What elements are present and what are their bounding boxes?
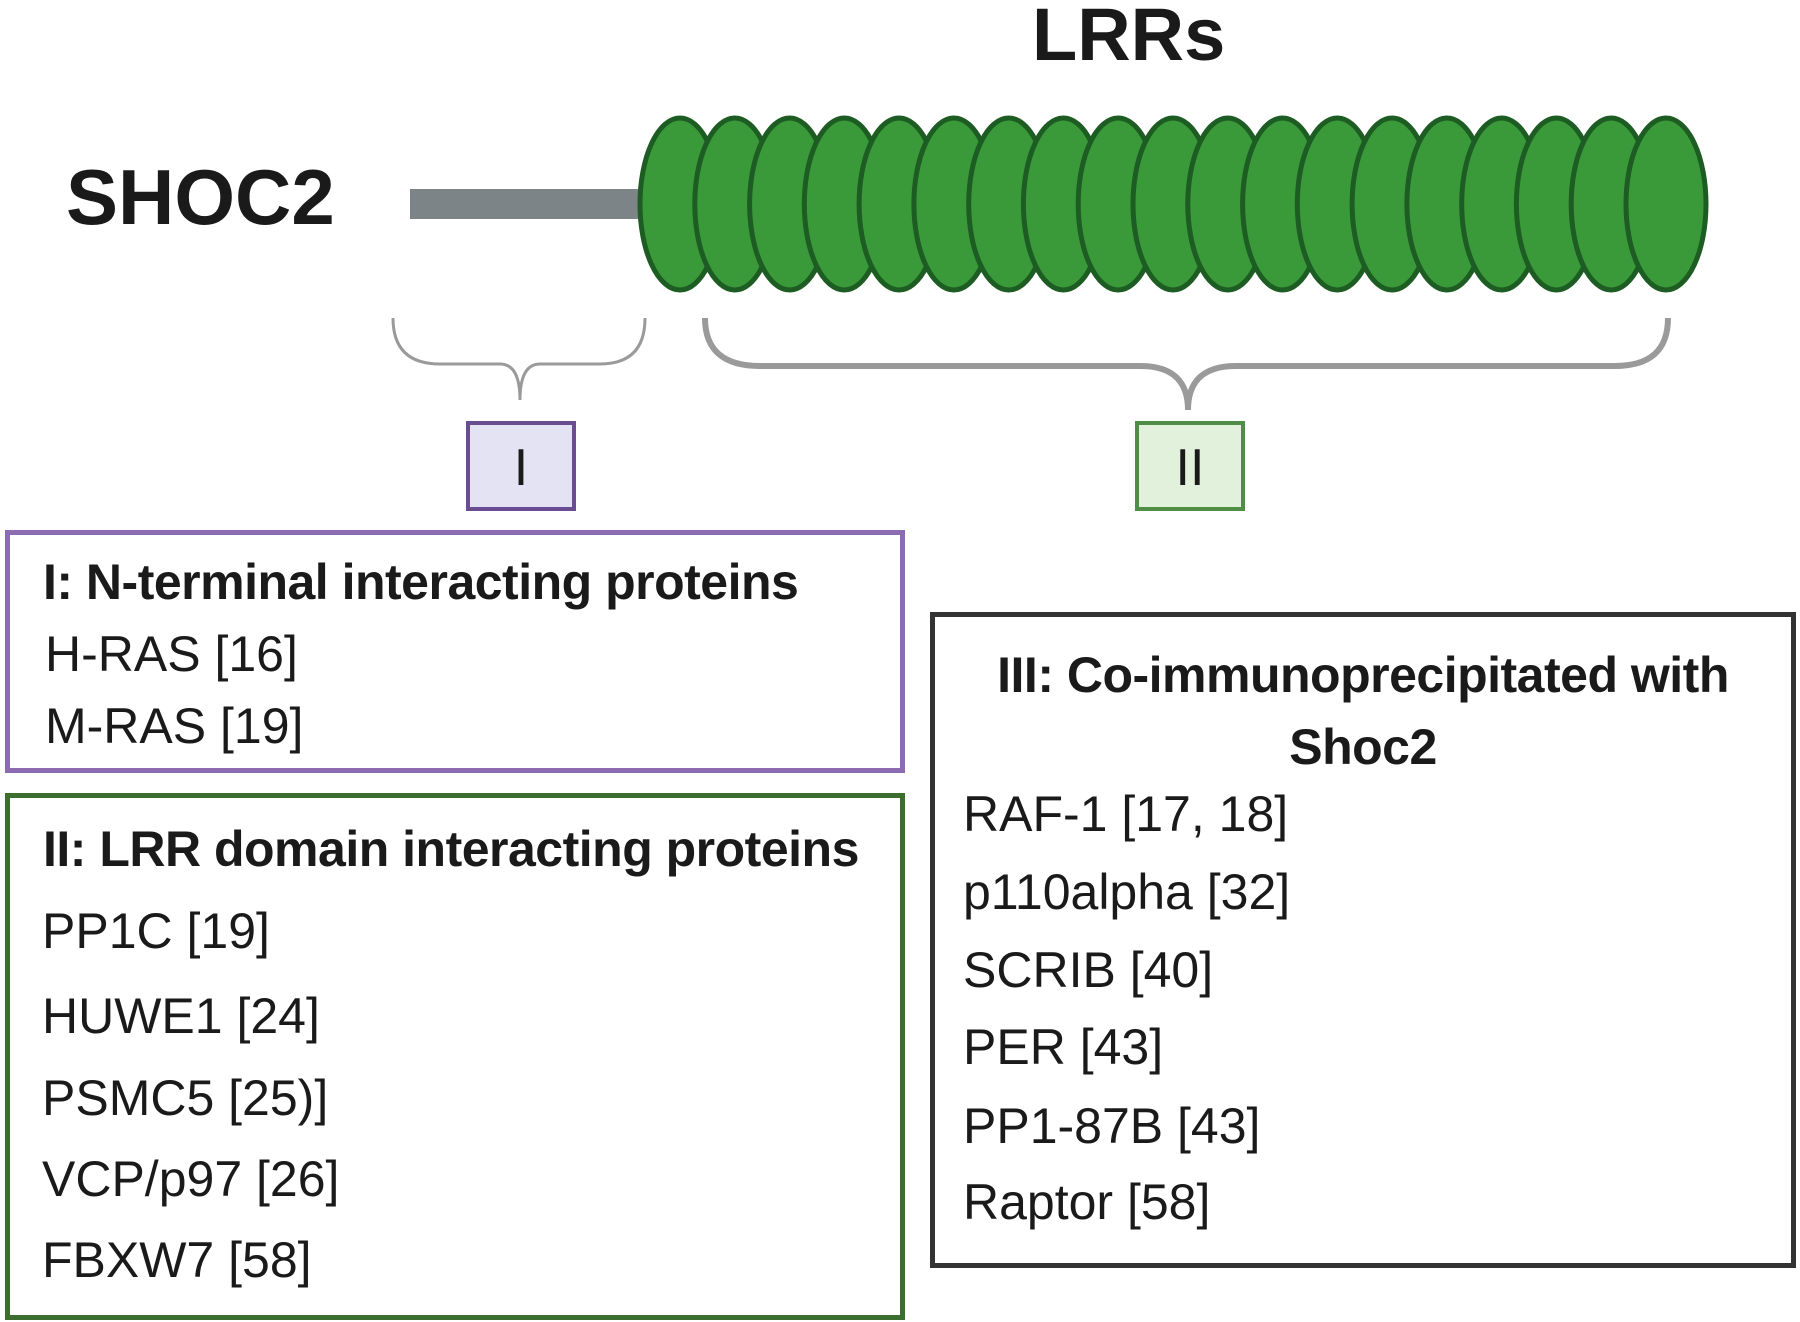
list-item: PP1C [19] [42,903,270,959]
co-ip-box-title-line2: Shoc2 [1289,719,1437,775]
list-item: FBXW7 [58] [42,1232,312,1288]
list-item: PSMC5 [25)] [42,1070,329,1126]
list-item: RAF-1 [17, 18] [963,786,1289,842]
co-ip-box-title: III: Co-immunoprecipitated with Shoc2 [935,639,1791,783]
region-I-label: I [514,439,528,497]
list-item: H-RAS [16] [45,626,298,682]
protein-name-label: SHOC2 [66,153,335,241]
lrr-repeat [1623,115,1709,293]
list-item: SCRIB [40] [963,942,1214,998]
n-terminal-box-title: I: N-terminal interacting proteins [43,554,799,610]
list-item: VCP/p97 [26] [42,1151,340,1207]
co-ip-box: III: Co-immunoprecipitated with Shoc2 RA… [930,612,1796,1268]
lrr-domain-label: LRRs [1032,0,1225,76]
lrr-domain-box: II: LRR domain interacting proteins PP1C… [5,793,905,1320]
list-item: PER [43] [963,1019,1164,1075]
lrr-repeats [637,115,1709,293]
region-II-label: II [1176,439,1205,497]
region-I-badge [466,421,576,511]
bracket-region-II [702,317,1671,411]
n-terminal-box: I: N-terminal interacting proteins H-RAS… [5,530,905,773]
shoc2-domain-diagram: SHOC2 LRRs I II [66,0,1709,511]
list-item: p110alpha [32] [963,864,1291,920]
list-item: PP1-87B [43] [963,1098,1261,1154]
list-item: Raptor [58] [963,1174,1211,1230]
lrr-domain-box-title: II: LRR domain interacting proteins [43,821,859,877]
list-item: M-RAS [19] [45,698,304,754]
n-terminal-linker [410,189,640,219]
list-item: HUWE1 [24] [42,988,320,1044]
co-ip-box-title-line1: III: Co-immunoprecipitated with [997,647,1729,703]
region-II-badge [1135,421,1245,511]
bracket-region-I [391,317,647,401]
